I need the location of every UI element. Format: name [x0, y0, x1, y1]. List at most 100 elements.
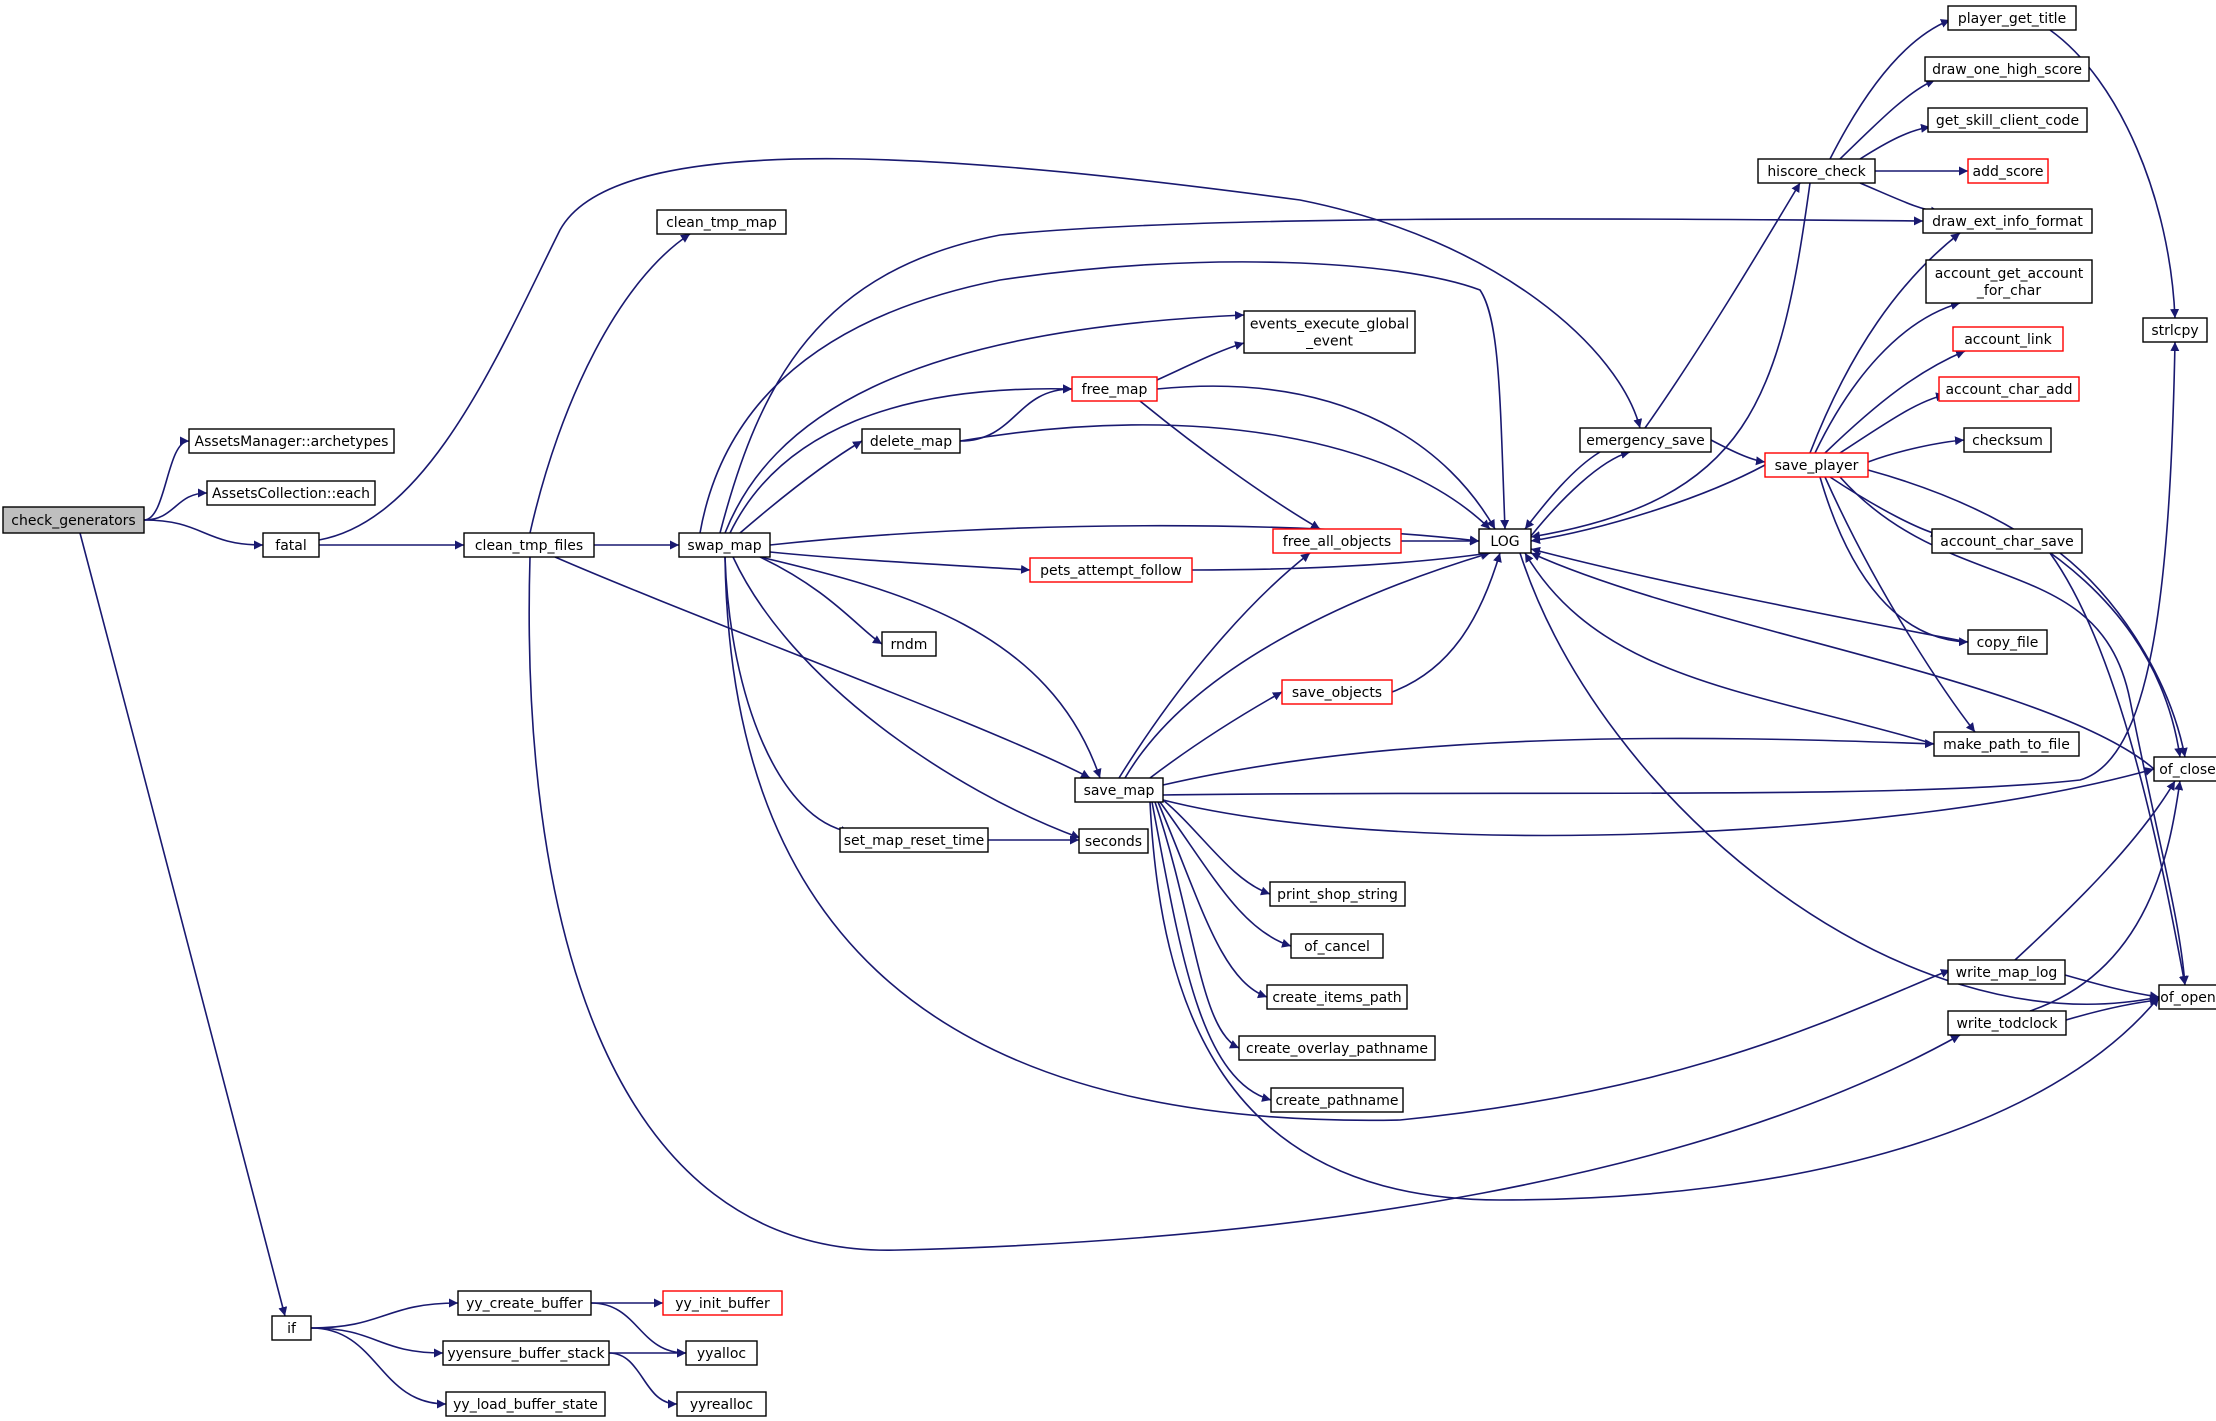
node-box [2142, 317, 2208, 343]
edge-hiscore-check-to-get-skill-client-code [1859, 123, 1931, 160]
node-fatal[interactable]: fatal [262, 532, 320, 558]
node-label: save_player [1775, 458, 1859, 474]
node-label: save_map [1084, 783, 1155, 799]
node-hiscore-check[interactable]: hiscore_check [1757, 158, 1876, 184]
edge-save-map-to-create-overlay-pathname [1154, 801, 1240, 1049]
node-label: check_generators [11, 513, 135, 529]
node-print-shop-string[interactable]: print_shop_string [1269, 881, 1406, 907]
node-account-char-add[interactable]: account_char_add [1938, 376, 2080, 402]
node-box [1270, 1087, 1404, 1113]
edge-make-path-to-file-to-LOG [1524, 552, 1935, 745]
node-label: fatal [275, 538, 306, 554]
node-create-items-path[interactable]: create_items_path [1266, 984, 1408, 1010]
node-draw-ext-info-format[interactable]: draw_ext_info_format [1922, 208, 2093, 234]
node-box [2, 506, 145, 534]
node-label: yyalloc [697, 1346, 746, 1362]
node-label: make_path_to_file [1943, 737, 2070, 753]
edge-swap-map-to-draw-ext-info-format [719, 216, 1924, 534]
node-rndm[interactable]: rndm [881, 631, 937, 657]
node-pets-attempt-follow[interactable]: pets_attempt_follow [1029, 557, 1193, 583]
node-label: print_shop_string [1277, 887, 1398, 903]
node-box [881, 631, 937, 657]
edge-hiscore-check-to-player-get-title [1829, 19, 1951, 160]
node-yy-load-buffer-state[interactable]: yy_load_buffer_state [445, 1391, 606, 1417]
edge-swap-map-to-clean-tmp-files [699, 261, 1510, 534]
node-yyrealloc[interactable]: yyrealloc [676, 1391, 767, 1417]
node-save-objects[interactable]: save_objects [1281, 679, 1393, 705]
node-label: seconds [1085, 834, 1142, 850]
node-label: write_todclock [1956, 1016, 2058, 1032]
node-delete-map[interactable]: delete_map [861, 428, 961, 454]
edge-check-generators-to-fatal [143, 519, 264, 550]
node-check-generators[interactable]: check_generators [2, 506, 145, 534]
node-make-path-to-file[interactable]: make_path_to_file [1933, 731, 2080, 757]
node-get-skill-client-code[interactable]: get_skill_client_code [1927, 107, 2088, 133]
edge-fatal-to-emergency-save [318, 157, 1643, 541]
node-label: yyensure_buffer_stack [447, 1346, 605, 1362]
node-of-open[interactable]: of_open [2158, 984, 2216, 1010]
node-yy-create-buffer[interactable]: yy_create_buffer [457, 1290, 592, 1316]
node-of-close[interactable]: of_close [2153, 756, 2216, 782]
node-box [2158, 984, 2216, 1010]
node-of-cancel[interactable]: of_cancel [1290, 933, 1384, 959]
node-label: strlcpy [2151, 323, 2198, 339]
node-yy-init-buffer[interactable]: yy_init_buffer [662, 1290, 783, 1316]
node-free-map[interactable]: free_map [1071, 376, 1158, 402]
node-label: copy_file [1977, 635, 2039, 651]
node-create-overlay-pathname[interactable]: create_overlay_pathname [1238, 1035, 1436, 1061]
node-box [1238, 1035, 1436, 1061]
node-if[interactable]: if [271, 1315, 312, 1341]
edge-emergency-save-to-LOG [1524, 451, 1601, 530]
edge-save-map-to-make-path-to-file [1162, 737, 1935, 786]
edge-swap-map-to-rndm [759, 556, 883, 645]
edge-free-map-to-events-execute-global-event [1156, 341, 1245, 381]
node-label: of_cancel [1304, 939, 1370, 955]
node-clean-tmp-files[interactable]: clean_tmp_files [463, 532, 595, 558]
node-copy-file[interactable]: copy_file [1967, 629, 2048, 655]
node-add-score[interactable]: add_score [1967, 158, 2049, 184]
node-box [442, 1340, 610, 1366]
node-save-map[interactable]: save_map [1074, 777, 1164, 803]
node-yyensure-buffer-stack[interactable]: yyensure_buffer_stack [442, 1340, 610, 1366]
node-box [1272, 528, 1402, 554]
node-checksum[interactable]: checksum [1963, 427, 2052, 453]
edge-LOG-to-emergency-save [1530, 449, 1631, 537]
node-label: write_map_log [1956, 965, 2058, 981]
node-label: swap_map [687, 538, 761, 554]
node-free-all-objects[interactable]: free_all_objects [1272, 528, 1402, 554]
node-label: player_get_title [1958, 11, 2066, 27]
node-label: draw_ext_info_format [1932, 214, 2083, 230]
edge-swap-map-to-set-map-reset-time [724, 556, 851, 835]
node-box [1947, 959, 2066, 985]
node-write-map-log[interactable]: write_map_log [1947, 959, 2066, 985]
node-yyalloc[interactable]: yyalloc [685, 1340, 758, 1366]
node-LOG[interactable]: LOG [1478, 528, 1532, 554]
edge-yyensure-buffer-stack-to-yyrealloc [608, 1352, 678, 1409]
node-layer: check_generators AssetsManager::archetype… [2, 5, 2216, 1417]
edge-save-map-to-LOG [1124, 551, 1491, 779]
node-create-pathname[interactable]: create_pathname [1270, 1087, 1404, 1113]
node-save-player[interactable]: save_player [1764, 452, 1869, 478]
node-seconds[interactable]: seconds [1078, 828, 1149, 854]
node-set-map-reset-time[interactable]: set_map_reset_time [839, 827, 989, 853]
node-each[interactable]: AssetsCollection::each [206, 480, 376, 506]
node-emergency-save[interactable]: emergency_save [1579, 427, 1712, 453]
node-strlcpy[interactable]: strlcpy [2142, 317, 2208, 343]
node-write-todclock[interactable]: write_todclock [1947, 1010, 2067, 1036]
node-draw-one-high-score[interactable]: draw_one_high_score [1924, 56, 2090, 82]
node-box [1952, 326, 2064, 352]
node-events-execute-global-event[interactable]: events_execute_global_event [1243, 310, 1416, 354]
edge-save-map-to-strlcpy [1162, 341, 2180, 796]
node-label: account_link [1964, 332, 2052, 348]
node-box [1933, 731, 2080, 757]
node-label: of_open [2160, 990, 2215, 1006]
node-clean-tmp-map[interactable]: clean_tmp_map [656, 209, 787, 235]
node-account-char-save[interactable]: account_char_save [1931, 528, 2083, 554]
node-label: create_pathname [1276, 1093, 1399, 1109]
node-account-get-account-for-char[interactable]: account_get_account_for_char [1925, 259, 2093, 304]
node-archetypes[interactable]: AssetsManager::archetypes [188, 428, 395, 454]
edge-save-player-to-account-link [1824, 350, 1966, 454]
node-swap-map[interactable]: swap_map [678, 532, 771, 558]
node-account-link[interactable]: account_link [1952, 326, 2064, 352]
node-player-get-title[interactable]: player_get_title [1947, 5, 2077, 31]
